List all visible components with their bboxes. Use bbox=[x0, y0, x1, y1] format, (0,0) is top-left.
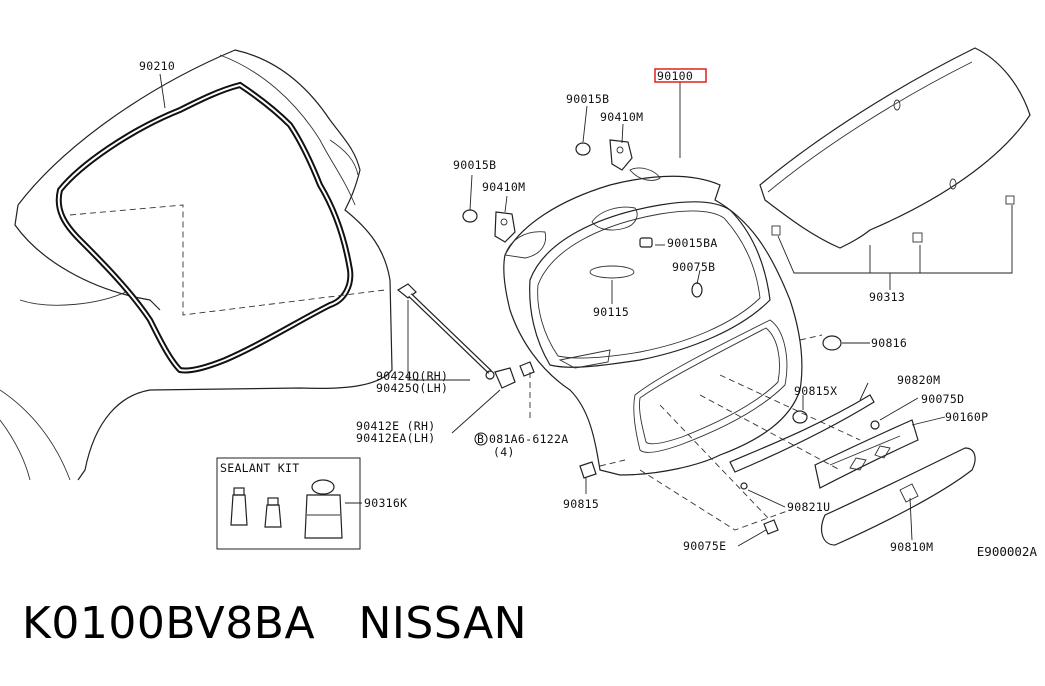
clip-90075d[interactable] bbox=[870, 420, 880, 430]
label-90425q: 90425Q(LH) bbox=[376, 381, 448, 395]
diagram-code: E900002A bbox=[976, 544, 1037, 559]
hinge-90410m-upper[interactable] bbox=[609, 139, 633, 171]
label-90424q: 90424Q(RH) bbox=[376, 369, 448, 383]
caption-part-number: K0100BV8BA bbox=[22, 598, 316, 649]
seal-90816[interactable] bbox=[822, 335, 842, 351]
label-bolt: 081A6-6122A bbox=[489, 432, 568, 446]
label-90015b-upper: 90015B bbox=[566, 92, 609, 106]
label-90316k: 90316K bbox=[364, 496, 407, 510]
weatherstrip-90210[interactable] bbox=[55, 81, 354, 374]
bracket-90412e[interactable] bbox=[494, 361, 535, 389]
label-90821u: 90821U bbox=[787, 500, 830, 514]
label-bolt-qty: (4) bbox=[493, 445, 515, 459]
gas-stay-90424q[interactable] bbox=[396, 283, 495, 380]
label-90115: 90115 bbox=[593, 305, 629, 319]
rear-glass-90313[interactable] bbox=[759, 47, 1031, 249]
hinge-90410m-lower[interactable] bbox=[494, 211, 516, 243]
back-door-panel[interactable] bbox=[503, 167, 803, 476]
clip-90075e[interactable] bbox=[763, 519, 779, 535]
caption-brand: NISSAN bbox=[358, 598, 528, 649]
label-90810m: 90810M bbox=[890, 540, 933, 554]
garnish-90820m[interactable] bbox=[729, 394, 875, 473]
label-90313: 90313 bbox=[869, 290, 905, 304]
label-90015ba: 90015BA bbox=[667, 236, 718, 250]
label-90412e: 90412E (RH) bbox=[356, 419, 435, 433]
label-90410m-lower: 90410M bbox=[482, 180, 525, 194]
label-90410m-upper: 90410M bbox=[600, 110, 643, 124]
bumper-90815[interactable] bbox=[579, 461, 597, 479]
screw-90821u[interactable] bbox=[740, 482, 748, 490]
label-90100: 90100 bbox=[657, 69, 693, 83]
license-lamp-90160p[interactable] bbox=[814, 419, 919, 489]
label-90075b: 90075B bbox=[672, 260, 715, 274]
label-90820m: 90820M bbox=[897, 373, 940, 387]
sealant-kit-box[interactable] bbox=[216, 457, 361, 550]
label-90815: 90815 bbox=[563, 497, 599, 511]
label-90815x: 90815X bbox=[794, 384, 837, 398]
label-90210: 90210 bbox=[139, 59, 175, 73]
bolt-symbol bbox=[474, 432, 488, 446]
highlight-box-90100 bbox=[654, 68, 707, 83]
label-90160p: 90160P bbox=[945, 410, 988, 424]
bolt-prefix: B bbox=[477, 432, 484, 446]
cap-90015b-lower[interactable] bbox=[462, 209, 478, 223]
garnish-90815x[interactable] bbox=[792, 410, 808, 424]
caption: K0100BV8BA NISSAN bbox=[22, 598, 527, 649]
label-90075e: 90075E bbox=[683, 539, 726, 553]
label-sealant-kit: SEALANT KIT bbox=[220, 461, 299, 475]
label-90412ea: 90412EA(LH) bbox=[356, 431, 435, 445]
clip-90015ba[interactable] bbox=[639, 237, 653, 248]
clip-90075b[interactable] bbox=[691, 282, 703, 298]
cap-90015b-upper[interactable] bbox=[575, 142, 591, 156]
label-90015b-lower: 90015B bbox=[453, 158, 496, 172]
car-body-outline bbox=[0, 49, 393, 481]
finisher-90810m[interactable] bbox=[821, 447, 976, 546]
label-90816: 90816 bbox=[871, 336, 907, 350]
label-90075d: 90075D bbox=[921, 392, 964, 406]
